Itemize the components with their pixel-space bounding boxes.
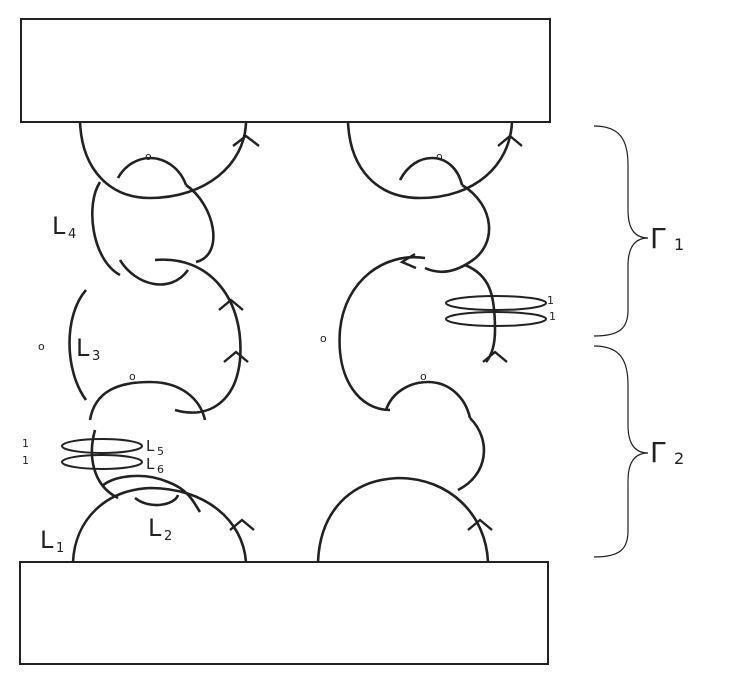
framing-label: o	[420, 370, 427, 383]
framing-label: o	[436, 150, 443, 163]
strand-L3	[68, 289, 88, 401]
arrow-head	[482, 350, 508, 363]
strand-L4	[91, 181, 121, 277]
right-top-arc	[346, 121, 514, 200]
svg-text:2: 2	[164, 529, 172, 544]
right-big-bulge	[338, 255, 426, 412]
brace-gamma2	[593, 345, 649, 558]
framing-label: 1	[549, 310, 556, 323]
svg-text:L: L	[146, 455, 155, 473]
right-lower-loop	[457, 417, 486, 492]
framing-label: o	[129, 370, 136, 383]
left-mid-upper-arc	[118, 259, 190, 286]
left-upper-small-arc	[116, 156, 188, 186]
top-box	[20, 18, 551, 123]
right-lower-small-arc	[384, 380, 472, 419]
label-gamma1: Γ 1	[650, 222, 684, 255]
label-L4: L 4	[52, 212, 76, 242]
strand-L1	[71, 486, 248, 563]
left-column	[61, 121, 260, 563]
svg-text:2: 2	[674, 449, 684, 468]
right-upper-small-arc	[398, 156, 464, 186]
arrow-head	[229, 518, 255, 531]
arrow-head	[223, 350, 249, 363]
framing-label: o	[38, 340, 45, 353]
label-L2: L 2	[148, 514, 172, 544]
svg-text:L: L	[76, 334, 90, 362]
label-L6: L 6	[146, 455, 164, 476]
label-gamma2: Γ 2	[650, 436, 684, 469]
framing-label: 1	[547, 294, 554, 307]
brace-gamma1	[593, 125, 649, 337]
arrow-head	[218, 298, 244, 311]
svg-text:6: 6	[157, 463, 164, 476]
arrow-head	[497, 134, 523, 147]
svg-text:Γ: Γ	[650, 436, 666, 469]
label-L3: L 3	[76, 334, 100, 364]
left-right-loop	[154, 258, 242, 414]
framing-label: o	[145, 150, 152, 163]
ring-L5	[61, 438, 143, 454]
svg-text:L: L	[40, 526, 54, 554]
svg-text:4: 4	[68, 227, 76, 242]
svg-text:1: 1	[56, 541, 64, 556]
framing-label: 1	[22, 437, 29, 450]
arrow-head	[467, 518, 493, 531]
framing-label: o	[320, 332, 327, 345]
label-L1: L 1	[40, 526, 64, 556]
label-L5: L 5	[146, 437, 164, 458]
right-column	[316, 121, 547, 563]
svg-text:Γ: Γ	[650, 222, 666, 255]
ring-L6	[61, 454, 143, 470]
svg-text:L: L	[146, 437, 155, 455]
left-mid-arc-to-right	[185, 183, 215, 264]
right-ring-lower	[445, 311, 547, 327]
strand-L2	[101, 474, 202, 513]
svg-text:1: 1	[674, 235, 684, 254]
right-ring-upper	[445, 295, 547, 311]
svg-text:5: 5	[157, 445, 164, 458]
right-bottom-arc	[316, 476, 490, 563]
left-top-arc	[78, 121, 248, 200]
bottom-box	[19, 561, 549, 665]
svg-text:3: 3	[92, 349, 100, 364]
left-lower-small-arc	[88, 380, 207, 421]
left-lower-connector	[134, 494, 180, 507]
right-upper-loop	[424, 183, 491, 274]
framing-label: 1	[22, 454, 29, 467]
arrow-head	[232, 134, 260, 147]
svg-text:L: L	[52, 212, 66, 240]
svg-text:L: L	[148, 514, 162, 542]
